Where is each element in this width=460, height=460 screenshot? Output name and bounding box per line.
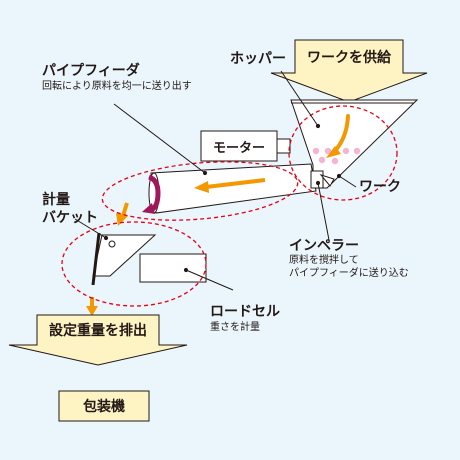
pipe-feeder-desc: 回転により原料を均一に送り出す bbox=[42, 81, 192, 92]
leader-bucket bbox=[74, 218, 109, 241]
leader-work bbox=[336, 173, 357, 188]
feeder-flow-arrowhead bbox=[194, 181, 209, 193]
load-cell-title: ロードセル bbox=[210, 304, 280, 320]
weighing-zone bbox=[61, 221, 207, 307]
leader-load-cell bbox=[183, 267, 234, 291]
leader-pipe-feeder bbox=[113, 103, 208, 176]
rotation-arrow bbox=[148, 174, 161, 213]
impeller-block bbox=[310, 170, 324, 189]
hopper-zone bbox=[288, 105, 398, 201]
hopper-flow-arrowhead bbox=[326, 146, 341, 158]
load-cell-box bbox=[139, 253, 207, 283]
packaging-box bbox=[58, 390, 150, 422]
bucket-hinge bbox=[108, 240, 116, 248]
drop-arrow-discharge-head bbox=[86, 306, 98, 316]
impeller-blade bbox=[319, 174, 335, 187]
pipe-feeder-tube bbox=[150, 163, 317, 214]
hopper-label: ホッパー bbox=[230, 51, 286, 67]
packaging-label: 包装機 bbox=[83, 399, 125, 415]
discharge-label: 設定重量を排出 bbox=[49, 323, 147, 339]
supply-work-label: ワークを供給 bbox=[307, 49, 391, 66]
work-label: ワーク bbox=[359, 179, 401, 195]
drop-arrow-bucket-head bbox=[116, 213, 128, 226]
leader-impeller bbox=[315, 180, 330, 241]
work-particles bbox=[312, 147, 361, 165]
rotation-arrowhead bbox=[142, 203, 155, 214]
motor-shaft bbox=[276, 138, 291, 154]
discharge-arrow bbox=[8, 314, 188, 366]
motor-label: モーター bbox=[212, 140, 265, 156]
bucket-label-line1: 計量 bbox=[42, 192, 70, 208]
impeller-title: インペラー bbox=[289, 238, 359, 254]
bucket-gate bbox=[91, 232, 101, 286]
impeller-desc-line2: パイプフィーダに送り込む bbox=[289, 268, 409, 279]
supply-arrow bbox=[270, 39, 428, 103]
leader-hopper bbox=[280, 70, 321, 129]
bucket-label-line2: バケット bbox=[42, 210, 98, 226]
feeder-flow-arrow bbox=[205, 178, 266, 189]
pipe-feeder-title: パイプフィーダ bbox=[42, 63, 140, 79]
load-cell-desc: 重さを計量 bbox=[210, 322, 260, 333]
drop-arrow-bucket bbox=[121, 202, 129, 217]
impeller-desc-line1: 原料を撹拌して bbox=[289, 255, 359, 266]
feeder-zone bbox=[101, 161, 299, 221]
